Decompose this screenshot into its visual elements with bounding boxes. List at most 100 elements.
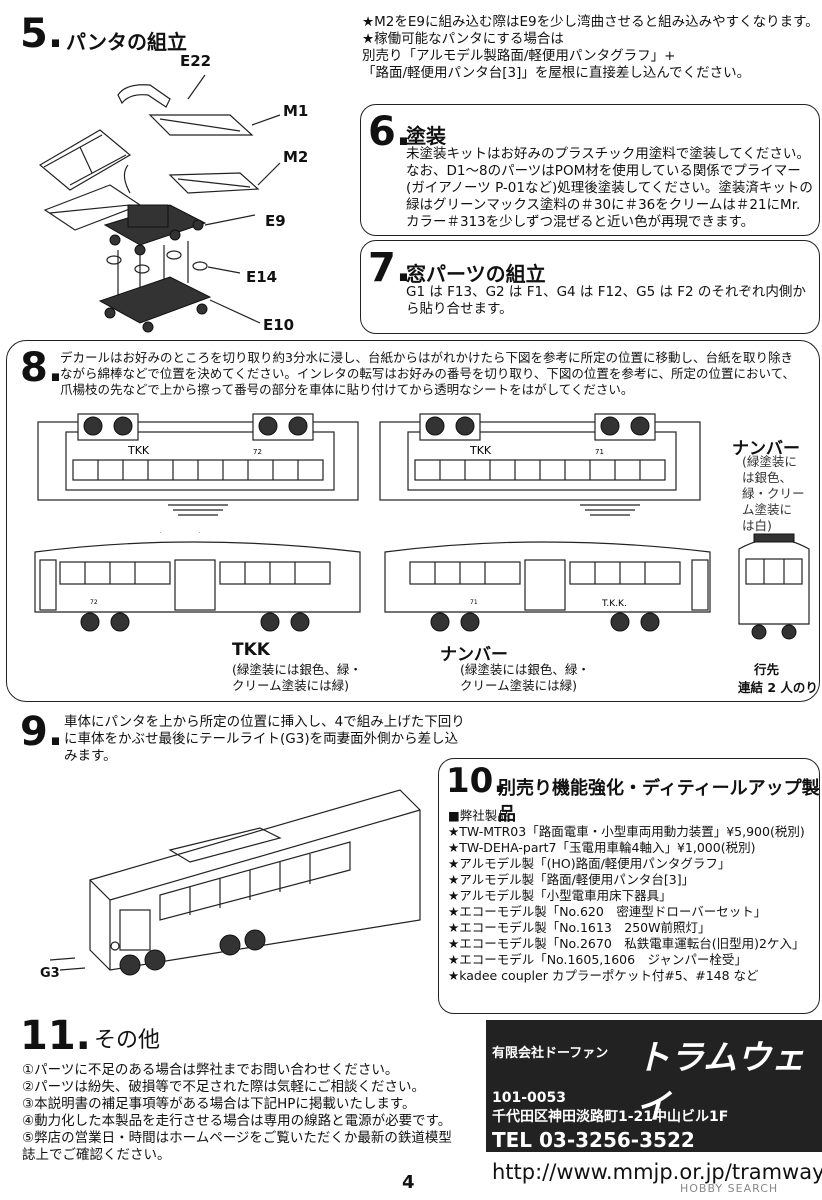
section-5-title: パンタの組立 (66, 30, 187, 54)
section-8-number: 8. (20, 345, 64, 391)
note-line: ム塗装に (742, 502, 793, 517)
text-line: ②パーツは紛失、破損等で不足された際は気軽にご相談ください。 (22, 1079, 426, 1095)
text-line: 誌上でご確認ください。 (22, 1147, 171, 1163)
product-item: ★エコーモデル製「No.1613 250W前照灯」 (448, 920, 711, 935)
note-line: は白) (742, 518, 772, 533)
number-note: (緑塗装に は銀色、 緑・クリー ム塗装に は白) (742, 454, 805, 534)
note-line: クリーム塗装には緑) (232, 678, 350, 693)
part-label-m2: M2 (283, 148, 309, 166)
car-top-view-right: TKK 71 (379, 413, 701, 516)
text-line: みます。 (64, 748, 117, 764)
part-label-e22: E22 (180, 52, 212, 70)
car-front-view (738, 533, 810, 640)
number-label: ナンバー (732, 439, 800, 459)
top-note-line: ★稼働可能なパンタにする場合は (362, 31, 564, 47)
text-line: 爪楊枝の先などで上から擦って番号の部分を車体に貼り付けてから透明なシートをはがし… (60, 382, 634, 397)
text-line: なお、D1〜8のパーツはPOM材を使用している関係でプライマー (406, 163, 801, 179)
car-side-view-right: 71 T.K.K. (384, 541, 711, 632)
text-line: ①パーツに不足のある場合は弊社までお問い合わせください。 (22, 1062, 399, 1078)
tram-assembly-illustration (49, 789, 421, 976)
part-label-e14: E14 (246, 268, 278, 286)
product-item: ★エコーモデル製「No.620 密連型ドローバーセット」 (448, 904, 767, 919)
company-zip: 101-0053 (492, 1090, 566, 1106)
text-line: 車体にパンタを上から所定の位置に挿入し、4で組み上げた下回り (64, 714, 465, 730)
note-line: は銀色、 (742, 470, 793, 485)
section-10-number: 10. (446, 761, 507, 801)
text-line: デカールはお好みのところを切り取り約3分水に浸し、台紙からはがれかけたら下図を参… (60, 350, 793, 365)
note-line: (緑塗装に (742, 454, 797, 469)
section-11-title: その他 (94, 1028, 161, 1053)
section-11-body: ①パーツに不足のある場合は弊社までお問い合わせください。 ②パーツは紛失、破損等… (22, 1062, 452, 1164)
top-note-line: 別売り「アルモデル製路面/軽便用パンタグラフ」+ (362, 48, 676, 64)
section-7-body: G1 は F13、G2 は F1、G4 は F12、G5 は F2 のそれぞれ内… (406, 284, 806, 318)
product-item: ★アルモデル製「路面/軽便用パンタ台[3]」 (448, 872, 695, 887)
text-line: ながら綿棒などで位置を決めてください。インレタの転写はお好みの番号を切り取り、下… (60, 366, 796, 381)
destination-label: 行先 (754, 662, 780, 677)
car-top-view-left: TKK 72 (37, 413, 359, 516)
section-5-number: 5. (20, 11, 64, 57)
car-side-view-left: 72 (34, 532, 361, 632)
product-item: ★アルモデル製「小型電車用床下器具」 (448, 888, 672, 903)
product-item: ★TW-DEHA-part7「玉電用車輪4軸入」¥1,000(税別) (448, 840, 756, 855)
roof-mark-left: TKK (127, 444, 150, 457)
pantograph-exploded-diagram (38, 74, 281, 333)
section-7-title: 窓パーツの組立 (406, 262, 546, 286)
part-label-e10: E10 (263, 316, 295, 334)
number-label-2: ナンバー (440, 645, 508, 665)
section-6-number: 6. (368, 109, 412, 155)
section-8-body: デカールはお好みのところを切り取り約3分水に浸し、台紙からはがれかけたら下図を参… (60, 350, 795, 398)
text-line: ⑤弊店の営業日・時間はホームページをご覧いただくか最新の鉄道模型 (22, 1130, 452, 1146)
note-line: クリーム塗装には緑) (460, 678, 578, 693)
section-7-number: 7. (368, 245, 412, 291)
product-item: ★エコーモデル「No.1605,1606 ジャンパー栓受」 (448, 952, 747, 967)
section-10-box (438, 758, 820, 1014)
coupling-label: 連結 2 人のり (738, 680, 818, 695)
car-number-72-top: 72 (253, 448, 262, 456)
top-note-line: ★M2をE9に組み込む際はE9を少し湾曲させると組み込みやすくなります。 (362, 14, 819, 30)
tkk-note: (緑塗装には銀色、緑・ クリーム塗装には緑) (232, 662, 362, 694)
text-line: ④動力化した本製品を走行させる場合は専用の線路と電源が必要です。 (22, 1113, 452, 1129)
company-name: トラムウェイ (636, 1038, 805, 1127)
text-line: カラー＃313を少しずつ混ぜると近い色が再現できます。 (406, 214, 755, 230)
company-tel: TEL 03-3256-3522 (492, 1128, 695, 1152)
section-6-title: 塗装 (406, 124, 446, 148)
roof-mark-right: TKK (469, 444, 492, 457)
text-line: (ガイアノーツ P-01など)処理後塗装してください。塗装済キットの (406, 180, 813, 196)
section-11-number: 11. (20, 1013, 91, 1059)
top-note-line: 「路面/軽便用パンタ台[3]」を屋根に直接差し込んでください。 (362, 65, 751, 81)
section-9-number: 9. (20, 709, 64, 755)
section-8-box (6, 340, 820, 702)
watermark: HOBBY SEARCH (680, 1182, 779, 1195)
text-line: 緑はグリーンマックス塗料の＃30に＃36をクリームは＃21にMr. (406, 197, 801, 213)
text-line: に車体をかぶせ最後にテールライト(G3)を両妻面外側から差し込 (64, 731, 459, 747)
note-line: (緑塗装には銀色、緑・ (232, 662, 362, 677)
products-subheading: ■弊社製品 (448, 808, 510, 823)
car-number-71-top: 71 (595, 448, 604, 456)
note-line: 緑・クリー (742, 486, 805, 501)
number-note-2: (緑塗装には銀色、緑・ クリーム塗装には緑) (460, 662, 590, 694)
section-10-title: 別売り機能強化・ディティールアップ製品 (498, 778, 820, 825)
page-number: 4 (402, 1172, 415, 1193)
product-item: ★TW-MTR03「路面電車・小型車両用動力装置」¥5,900(税別) (448, 824, 805, 839)
company-prefix: 有限会社ドーファン (492, 1046, 609, 1061)
text-line: G1 は F13、G2 は F1、G4 は F12、G5 は F2 のそれぞれ内… (406, 284, 806, 300)
car-number-71-side: 71 (470, 599, 478, 606)
part-label-e9: E9 (265, 212, 286, 230)
text-line: ら貼り合せます。 (406, 301, 513, 317)
side-tkk-mark: T.K.K. (601, 599, 627, 609)
company-url[interactable]: http://www.mmjp.or.jp/tramway (492, 1160, 822, 1184)
section-9-body: 車体にパンタを上から所定の位置に挿入し、4で組み上げた下回り に車体をかぶせ最後… (64, 714, 465, 765)
car-number-72-side: 72 (90, 599, 98, 606)
section-6-body: 未塗装キットはお好みのプラスチック用塗料で塗装してください。 なお、D1〜8のパ… (406, 146, 813, 231)
top-notes: ★M2をE9に組み込む際はE9を少し湾曲させると組み込みやすくなります。 ★稼働… (362, 14, 819, 82)
company-url-box (486, 1152, 822, 1200)
section-7-box (360, 240, 820, 334)
section-6-box (360, 104, 820, 236)
product-item: ★アルモデル製「(HO)路面/軽便用パンタグラフ」 (448, 856, 731, 871)
product-item: ★エコーモデル製「No.2670 私鉄電車運転台(旧型用)2ケ入」 (448, 936, 805, 951)
text-line: ③本説明書の補足事項等がある場合は下記HPに掲載いたします。 (22, 1096, 416, 1112)
note-line: (緑塗装には銀色、緑・ (460, 662, 590, 677)
text-line: 未塗装キットはお好みのプラスチック用塗料で塗装してください。 (406, 146, 810, 162)
section-10-body: ■弊社製品 ★TW-MTR03「路面電車・小型車両用動力装置」¥5,900(税別… (448, 808, 805, 984)
part-label-g3: G3 (40, 966, 60, 981)
